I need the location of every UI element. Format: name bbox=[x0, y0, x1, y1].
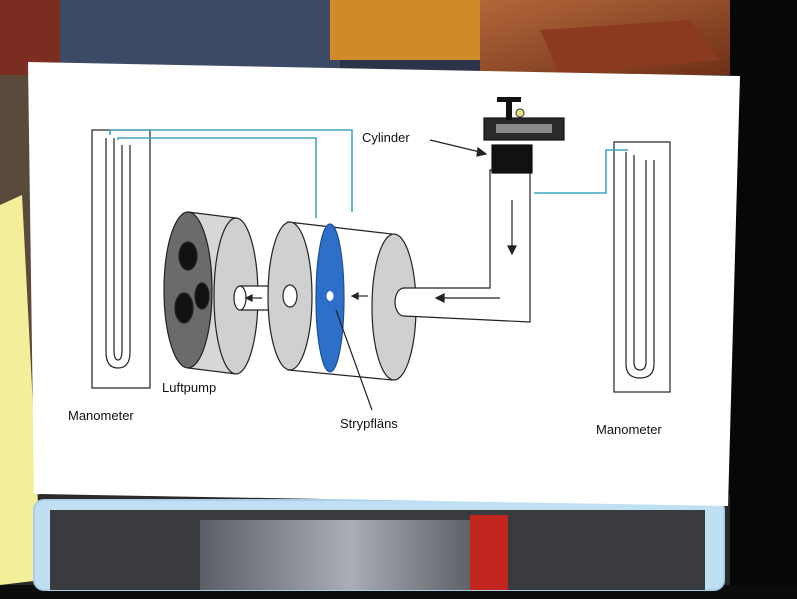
label-orifice-flange: Strypfläns bbox=[340, 416, 398, 431]
label-air-pump: Luftpump bbox=[162, 380, 216, 395]
air-pump-face bbox=[163, 211, 213, 369]
pressure-tubing bbox=[109, 129, 628, 218]
label-manometer-left: Manometer bbox=[68, 408, 134, 423]
manometer-right bbox=[613, 141, 671, 393]
label-manometer-right: Manometer bbox=[596, 422, 662, 437]
label-cylinder: Cylinder bbox=[362, 130, 410, 145]
cylinder-valve bbox=[483, 97, 565, 174]
orifice-housing bbox=[267, 221, 417, 381]
sticky-note bbox=[0, 195, 42, 585]
diagram bbox=[91, 97, 671, 411]
manometer-left bbox=[91, 129, 151, 389]
